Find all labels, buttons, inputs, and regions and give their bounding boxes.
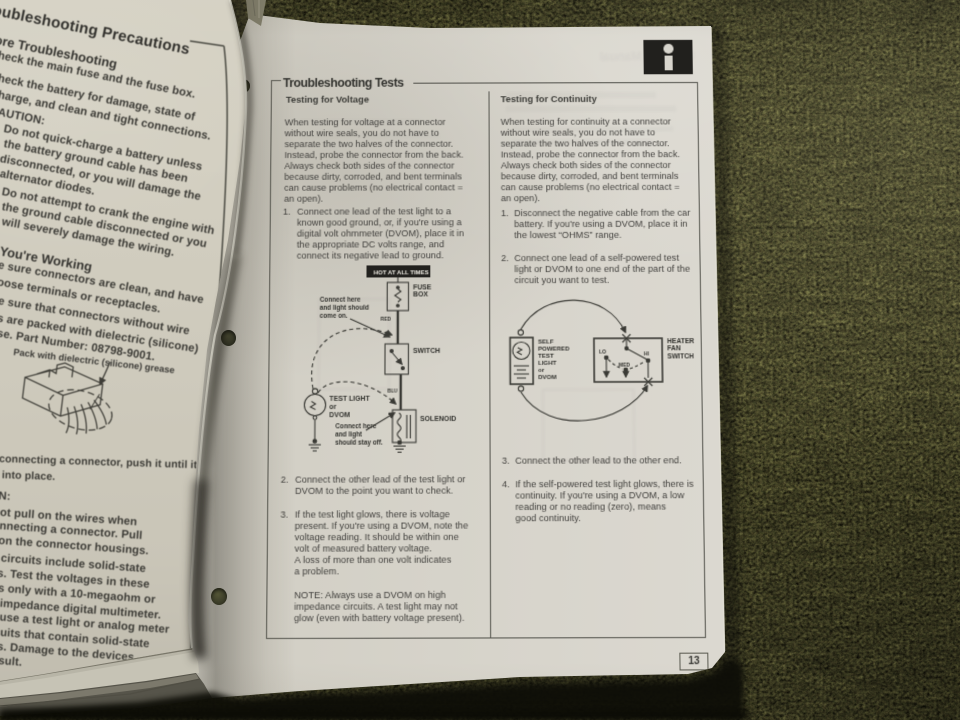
col2-para-line: an open). [500,193,541,204]
diagram2-self-label2: POWERED [538,346,570,352]
col1-para-line: When testing for voltage at a connector [284,117,446,128]
col2-para-line: without wire seals, you do not have to [500,127,656,138]
diagram1-solenoid-label: SOLENOID [420,416,456,423]
col1-note-line: impedance circuits. A test light may not [294,601,458,612]
col2-item1-line: the lowest “OHMS” range. [514,229,622,241]
diagram2-heater-label1: HEATER [667,338,694,345]
col2-item4-line: If the self-powered test light glows, th… [515,478,694,490]
frame-left-border [266,80,273,640]
col1-item1-number: 1. [282,206,291,217]
col1-para-line: because dirty, corroded, and bent termin… [284,171,462,182]
diagram2-self-label5: or [538,368,545,374]
diagram2-med-label: MED [619,363,631,369]
diagram2-heater-label3: SWITCH [667,353,694,360]
col1-item3-line: present. If you're using a DVOM, note th… [294,520,469,532]
col1-item1-line: known good ground, or, if you're using a [296,217,462,228]
page-number: 13 [688,655,700,668]
col1-item3-line: a problem. [294,566,340,577]
diagram1-switch-label: SWITCH [413,348,440,355]
info-icon-dot [663,43,674,54]
col1-item2-line: Connect the other lead of the test light… [295,474,466,485]
diagram1-testlight-label: TEST LIGHT [329,396,370,403]
col2-para-line: separate the two halves of the connector… [500,138,670,149]
col2-item4-line: continuity. If you're using a DVOM, a lo… [515,489,685,501]
col1-heading: Testing for Voltage [285,94,369,105]
col1-item3-number: 3. [280,509,289,520]
col2-item4-line: good continuity. [515,512,581,524]
diagram2-lo-label: LO [599,349,606,355]
col1-item3-line: A loss of more than one volt indicates [294,554,452,566]
col1-note-line: glow (even with battery voltage present)… [294,612,465,624]
col2-para-line: Always check both sides of the connector [500,160,671,171]
col1-item3-line: If the test light glows, there is voltag… [294,509,450,520]
col2-item2-line: light or DVOM to one end of the part of … [514,263,691,275]
binder-hole-bottom [211,588,227,605]
col1-item1-line: digital volt ohmmeter (DVOM), place it i… [296,228,464,239]
col1-para-line: Always check both sides of the connector [284,160,455,171]
diagram1-connect-here-off3: should stay off. [335,439,383,446]
diagram1-testlight-label2: or [329,404,336,411]
diagram1-connect-here-on: Connect here [320,297,361,304]
diagram1-connect-here-on2: and light should [320,305,370,312]
diagram1-connect-here-off: Connect here [335,423,377,430]
col1-item1-line: the appropriate DC volts range, and [296,239,445,250]
voltage-test-diagram: HOT AT ALL TIMES FUSE BOX RED SWITCH BLU… [292,256,471,464]
col1-para-line: an open). [284,193,324,204]
frame-top-tick [270,80,282,82]
col2-item1-line: battery. If you're using a DVOM, place i… [514,218,688,230]
diagram2-self-label1: SELF [538,339,554,345]
col1-para-line: Instead, probe the connector from the ba… [284,149,464,160]
page-title: Troubleshooting Tests [282,75,404,90]
diagram1-fusebox-label2: BOX [413,292,428,299]
col2-para-line: Instead, probe the connector from the ba… [500,149,681,160]
col1-item3-line: voltage reading. It should be within one [294,531,459,543]
diagram1-fusebox-label: FUSE [413,284,432,291]
col2-heading: Testing for Continuity [500,94,597,105]
frame-bottom-border [265,636,707,640]
col2-item3-number: 3. [501,455,510,466]
col2-para-line: because dirty, corroded, and bent termin… [500,170,679,182]
col2-item1-line: Disconnect the negative cable from the c… [514,207,691,219]
col1-item2-line: DVOM to the point you want to check. [294,485,454,497]
page-number-box: 13 [679,652,709,671]
info-icon-stem [664,55,673,70]
info-icon [643,39,693,75]
diagram2-hi-label: HI [644,351,650,357]
col2-para-line: can cause problems (no electrical contac… [500,181,680,193]
diagram1-blu-label: BLU [387,388,398,394]
binder-hole-middle [221,330,236,346]
col1-item3-line: volt of measured battery voltage. [294,543,432,554]
col1-para-line: separate the two halves of the connector… [284,138,454,150]
diagram2-self-label3: TEST [538,354,554,360]
col2-item4-number: 4. [501,479,510,490]
diagram1-hot-label: HOT AT ALL TIMES [374,270,429,276]
col2-item4-line: reading or no reading (zero), means [515,501,667,512]
col1-para-line: can cause problems (no electrical contac… [284,182,463,193]
diagram2-self-label6: DVOM [538,375,556,381]
diagram1-red-label: RED [381,317,392,323]
column-divider [488,91,492,638]
col1-item1-line: Connect one lead of the test light to a [297,206,452,217]
col1-para-line: without wire seals, you do not have to [284,127,439,139]
diagram1-testlight-label3: DVOM [329,412,350,419]
col1-note-line: NOTE: Always use a DVOM on high [294,589,446,601]
col1-item2-number: 2. [280,474,289,485]
col2-item2-line: Connect one lead of a self-powered test [514,252,680,264]
col2-item2-number: 2. [501,253,509,264]
title-rule [413,82,699,85]
diagram2-heater-label2: FAN [667,346,681,353]
ghost-paragraph-bar [505,105,677,113]
diagram1-connect-here-on3: come on. [320,313,348,320]
continuity-test-diagram: SELF POWERED TEST LIGHT or DVOM LO MED H… [499,283,704,451]
col2-item1-number: 1. [500,208,509,219]
col2-item3-line: Connect the other lead to the other end. [515,455,682,466]
pack-label-arrow [99,361,111,386]
diagram2-self-label4: LIGHT [538,361,557,367]
diagram1-connect-here-off2: and light [335,431,362,438]
col2-para-line: When testing for continuity at a connect… [500,116,671,127]
